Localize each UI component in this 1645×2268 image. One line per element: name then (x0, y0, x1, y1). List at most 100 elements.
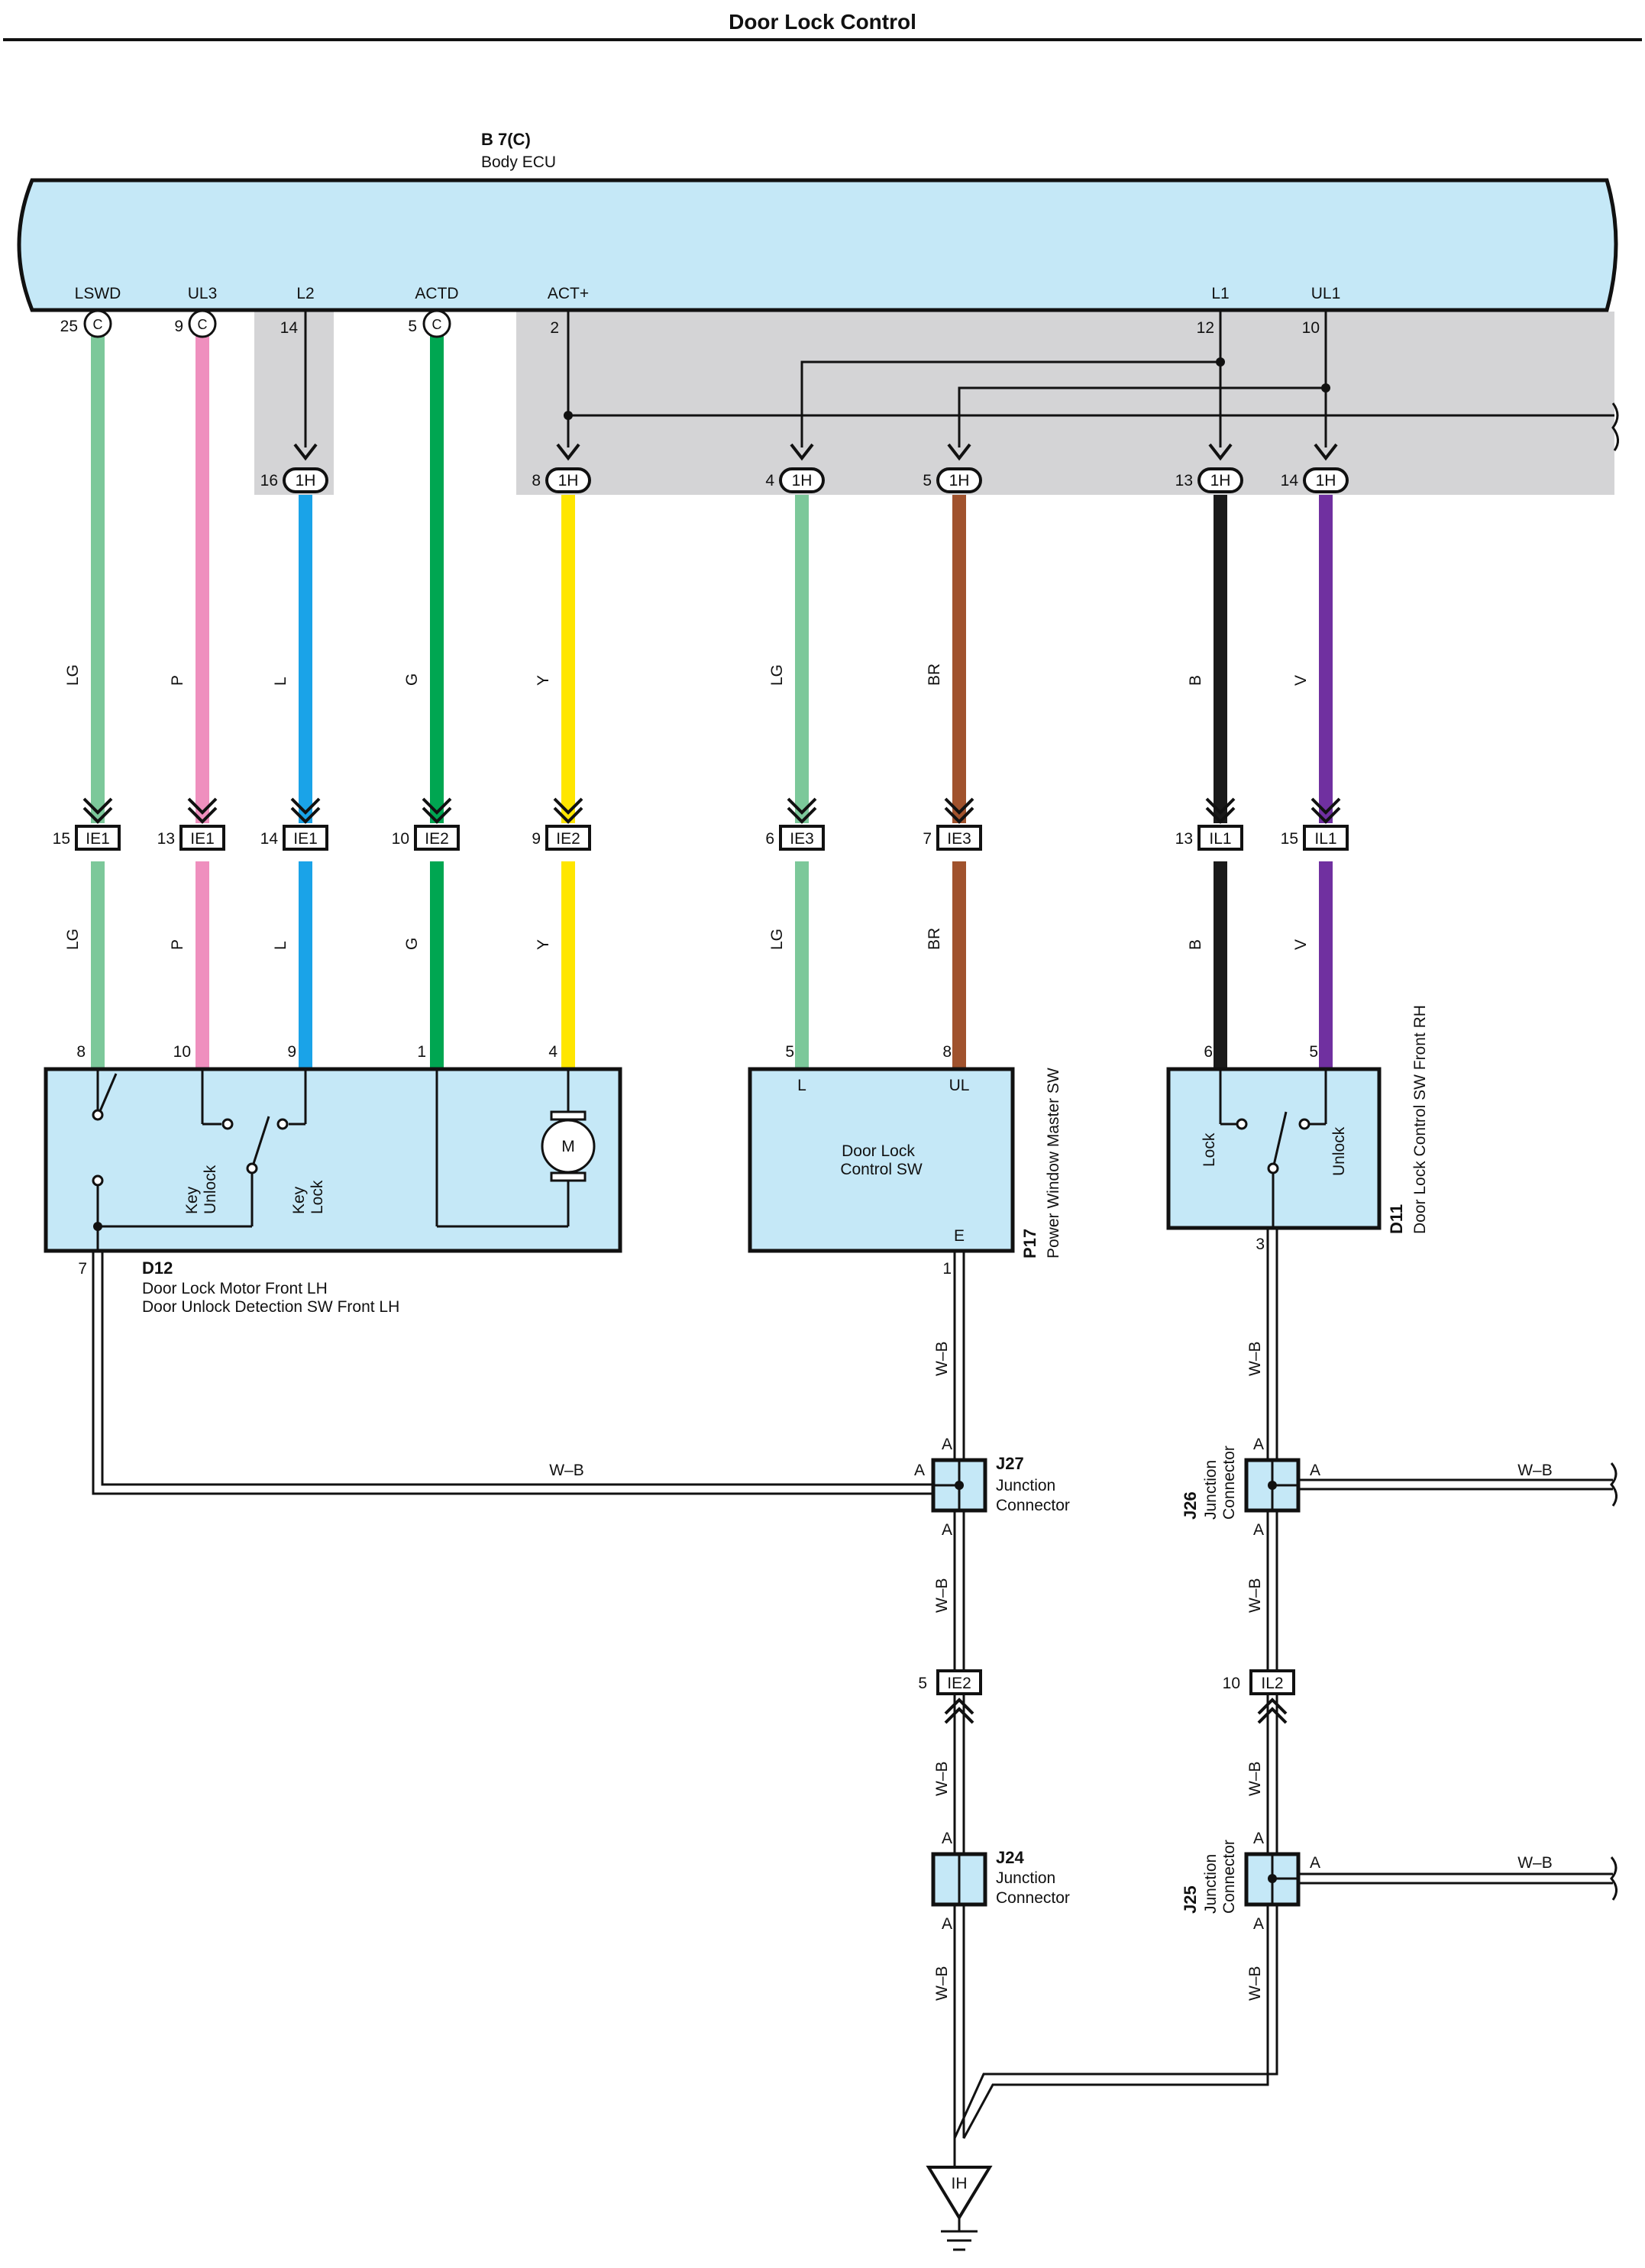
wire-color-upper-8: V (1292, 675, 1310, 686)
j25-pin-right: A (1310, 1854, 1320, 1872)
svg-text:IE2: IE2 (947, 1675, 971, 1692)
wire-color-lower-2: L (272, 941, 289, 950)
wire-chevron-6 (944, 797, 974, 824)
wire-upper-4 (561, 495, 575, 823)
d11-internal-wiring (1219, 1069, 1327, 1229)
svg-text:IL1: IL1 (1314, 830, 1336, 848)
svg-text:IE1: IE1 (190, 830, 215, 848)
j27-name1: Junction (996, 1477, 1055, 1494)
ecu-term-actp: ACT+ (548, 285, 589, 302)
wire-color-upper-2: L (272, 677, 289, 686)
wb-label-d11-2: W–B (1246, 1578, 1264, 1613)
wire-upper-2 (299, 495, 312, 823)
ecu-conn-ul3: C (188, 309, 217, 338)
wire-color-upper-3: G (403, 674, 421, 686)
connector-pin-4: 9 (532, 830, 541, 848)
wire-upper-3 (430, 336, 444, 823)
wire-color-lower-4: Y (535, 939, 552, 950)
wire-lower-8 (1319, 861, 1333, 1069)
ecu-term-lswd: LSWD (75, 285, 121, 302)
d12-pin-lswd: 8 (76, 1043, 86, 1061)
shade-region-right (516, 312, 1614, 495)
wire-color-lower-1: P (169, 939, 186, 950)
j26-pin-top: A (1253, 1436, 1264, 1453)
connector-ie2-4: IE2 (545, 825, 591, 851)
connector-pin-7: 13 (1175, 830, 1193, 848)
wire-color-upper-5: LG (768, 664, 786, 686)
ecu-pin-l1: 12 (1197, 319, 1214, 337)
connector-ie1-1: IE1 (179, 825, 225, 851)
wire-upper-6 (952, 495, 966, 823)
ie2-ground-pin: 5 (918, 1675, 927, 1692)
d12-box (44, 1067, 622, 1253)
connector-1h-4: 1H (545, 443, 591, 493)
connector-ie3-5: IE3 (779, 825, 825, 851)
p17-term-e: E (954, 1227, 965, 1245)
d12-key-unlock-label: KeyUnlock (183, 1165, 219, 1214)
connector-il1-8: IL1 (1303, 825, 1349, 851)
ecu-pin-lswd: 25 (60, 318, 78, 335)
p17-code: P17 (1020, 1229, 1039, 1258)
ecu-pin-ul1: 10 (1302, 319, 1320, 337)
p17-term-l: L (797, 1077, 806, 1094)
splice-dot-l1 (1216, 357, 1225, 367)
il2-ground-pin: 10 (1223, 1675, 1240, 1692)
wire-color-upper-7: B (1187, 675, 1204, 686)
d12-pin-l2: 9 (287, 1043, 296, 1061)
svg-text:1H: 1H (296, 472, 316, 489)
wire-color-upper-1: P (169, 675, 186, 686)
connector-ie1-0: IE1 (75, 825, 121, 851)
wire-color-lower-8: V (1292, 939, 1310, 950)
wire-chevron-7 (1205, 797, 1236, 824)
wire-lower-5 (795, 861, 809, 1069)
wire-lower-6 (952, 861, 966, 1069)
wb-label-j25: W–B (1517, 1854, 1553, 1872)
p17-term-ul: UL (949, 1077, 970, 1094)
d11-lock-label: Lock (1201, 1132, 1218, 1167)
svg-text:IL1: IL1 (1209, 830, 1231, 848)
splice-dot-ul1 (1321, 383, 1330, 393)
connector-1h-8: 1H (1303, 443, 1349, 493)
wire-chevron-2 (290, 797, 321, 824)
wire-chevron-8 (1311, 797, 1341, 824)
splice-dot-actp (564, 411, 573, 420)
svg-text:C: C (432, 317, 442, 332)
j24-junction (931, 1852, 987, 1907)
wire-lower-0 (91, 861, 105, 1069)
wire-lower-1 (196, 861, 209, 1069)
ecu-pin-actd: 5 (408, 318, 417, 335)
splice-ul1-to-br (958, 386, 1326, 447)
connector-1h-pin-5: 4 (765, 472, 774, 489)
d12-code: D12 (142, 1258, 173, 1278)
j24-code: J24 (996, 1848, 1024, 1867)
ecu-term-l2: L2 (296, 285, 314, 302)
j27-pin-top: A (942, 1436, 952, 1453)
wire-lower-3 (430, 861, 444, 1069)
wb-label-p17-4: W–B (933, 1966, 951, 2001)
wire-chevron-3 (422, 797, 452, 824)
wire-color-lower-7: B (1187, 939, 1204, 950)
p17-pin-ul: 8 (942, 1043, 952, 1061)
d12-internal-wiring (96, 1069, 570, 1252)
wire-color-lower-5: LG (768, 929, 786, 950)
svg-text:1H: 1H (949, 472, 970, 489)
connector-1h-pin-2: 16 (260, 472, 278, 489)
ecu-pin-l2: 14 (280, 319, 299, 337)
j26-junction (1244, 1458, 1301, 1513)
j27-pin-bottom: A (942, 1521, 952, 1539)
diagram-title: Door Lock Control (729, 10, 916, 34)
svg-text:1H: 1H (792, 472, 813, 489)
d12-motor: M (541, 1110, 596, 1182)
d12-ground-node (93, 1222, 102, 1231)
svg-text:C: C (93, 317, 103, 332)
j26-pin-bottom: A (1253, 1521, 1264, 1539)
ie2-ground-connector: IE2 (936, 1669, 982, 1724)
d11-unlock-label: Unlock (1330, 1126, 1348, 1176)
j24-pin-bottom: A (942, 1915, 952, 1933)
svg-text:IE1: IE1 (86, 830, 110, 848)
connector-1h-pin-8: 14 (1281, 472, 1299, 489)
wire-chevron-4 (553, 797, 583, 824)
j24-pin-top: A (942, 1830, 952, 1847)
ecu-name: Body ECU (481, 153, 556, 171)
